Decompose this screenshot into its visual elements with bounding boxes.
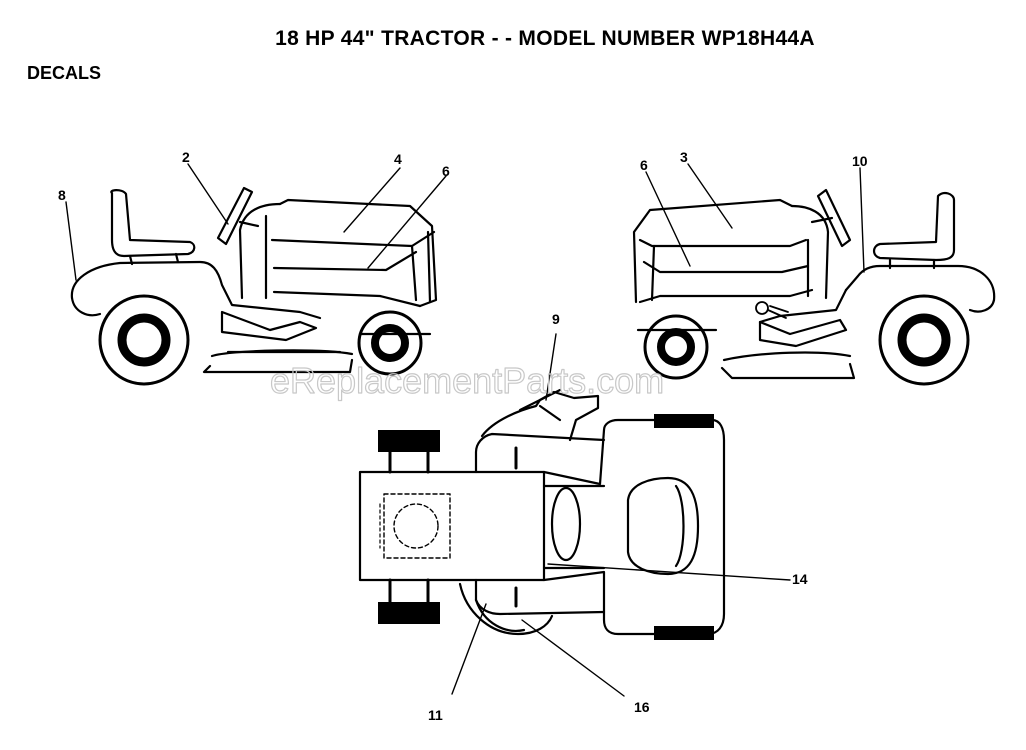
tractor-top-view — [358, 333, 791, 697]
callout-2: 2 — [182, 149, 190, 165]
tractor-right-side-view — [632, 163, 996, 386]
section-label: DECALS — [27, 63, 102, 83]
callout-16: 16 — [634, 699, 650, 715]
callout-11: 11 — [428, 707, 443, 723]
callout-10: 10 — [852, 153, 868, 169]
callout-14: 14 — [792, 571, 808, 587]
watermark-text: eReplacementParts.com — [270, 360, 664, 401]
callout-6-left: 6 — [442, 163, 450, 179]
tractor-left-side-view — [65, 163, 447, 386]
callout-8: 8 — [58, 187, 66, 203]
callout-3: 3 — [680, 149, 688, 165]
page-title: 18 HP 44" TRACTOR - - MODEL NUMBER WP18H… — [275, 27, 815, 50]
callout-6-right: 6 — [640, 157, 648, 173]
callout-4: 4 — [394, 151, 402, 167]
callout-9: 9 — [552, 311, 560, 327]
